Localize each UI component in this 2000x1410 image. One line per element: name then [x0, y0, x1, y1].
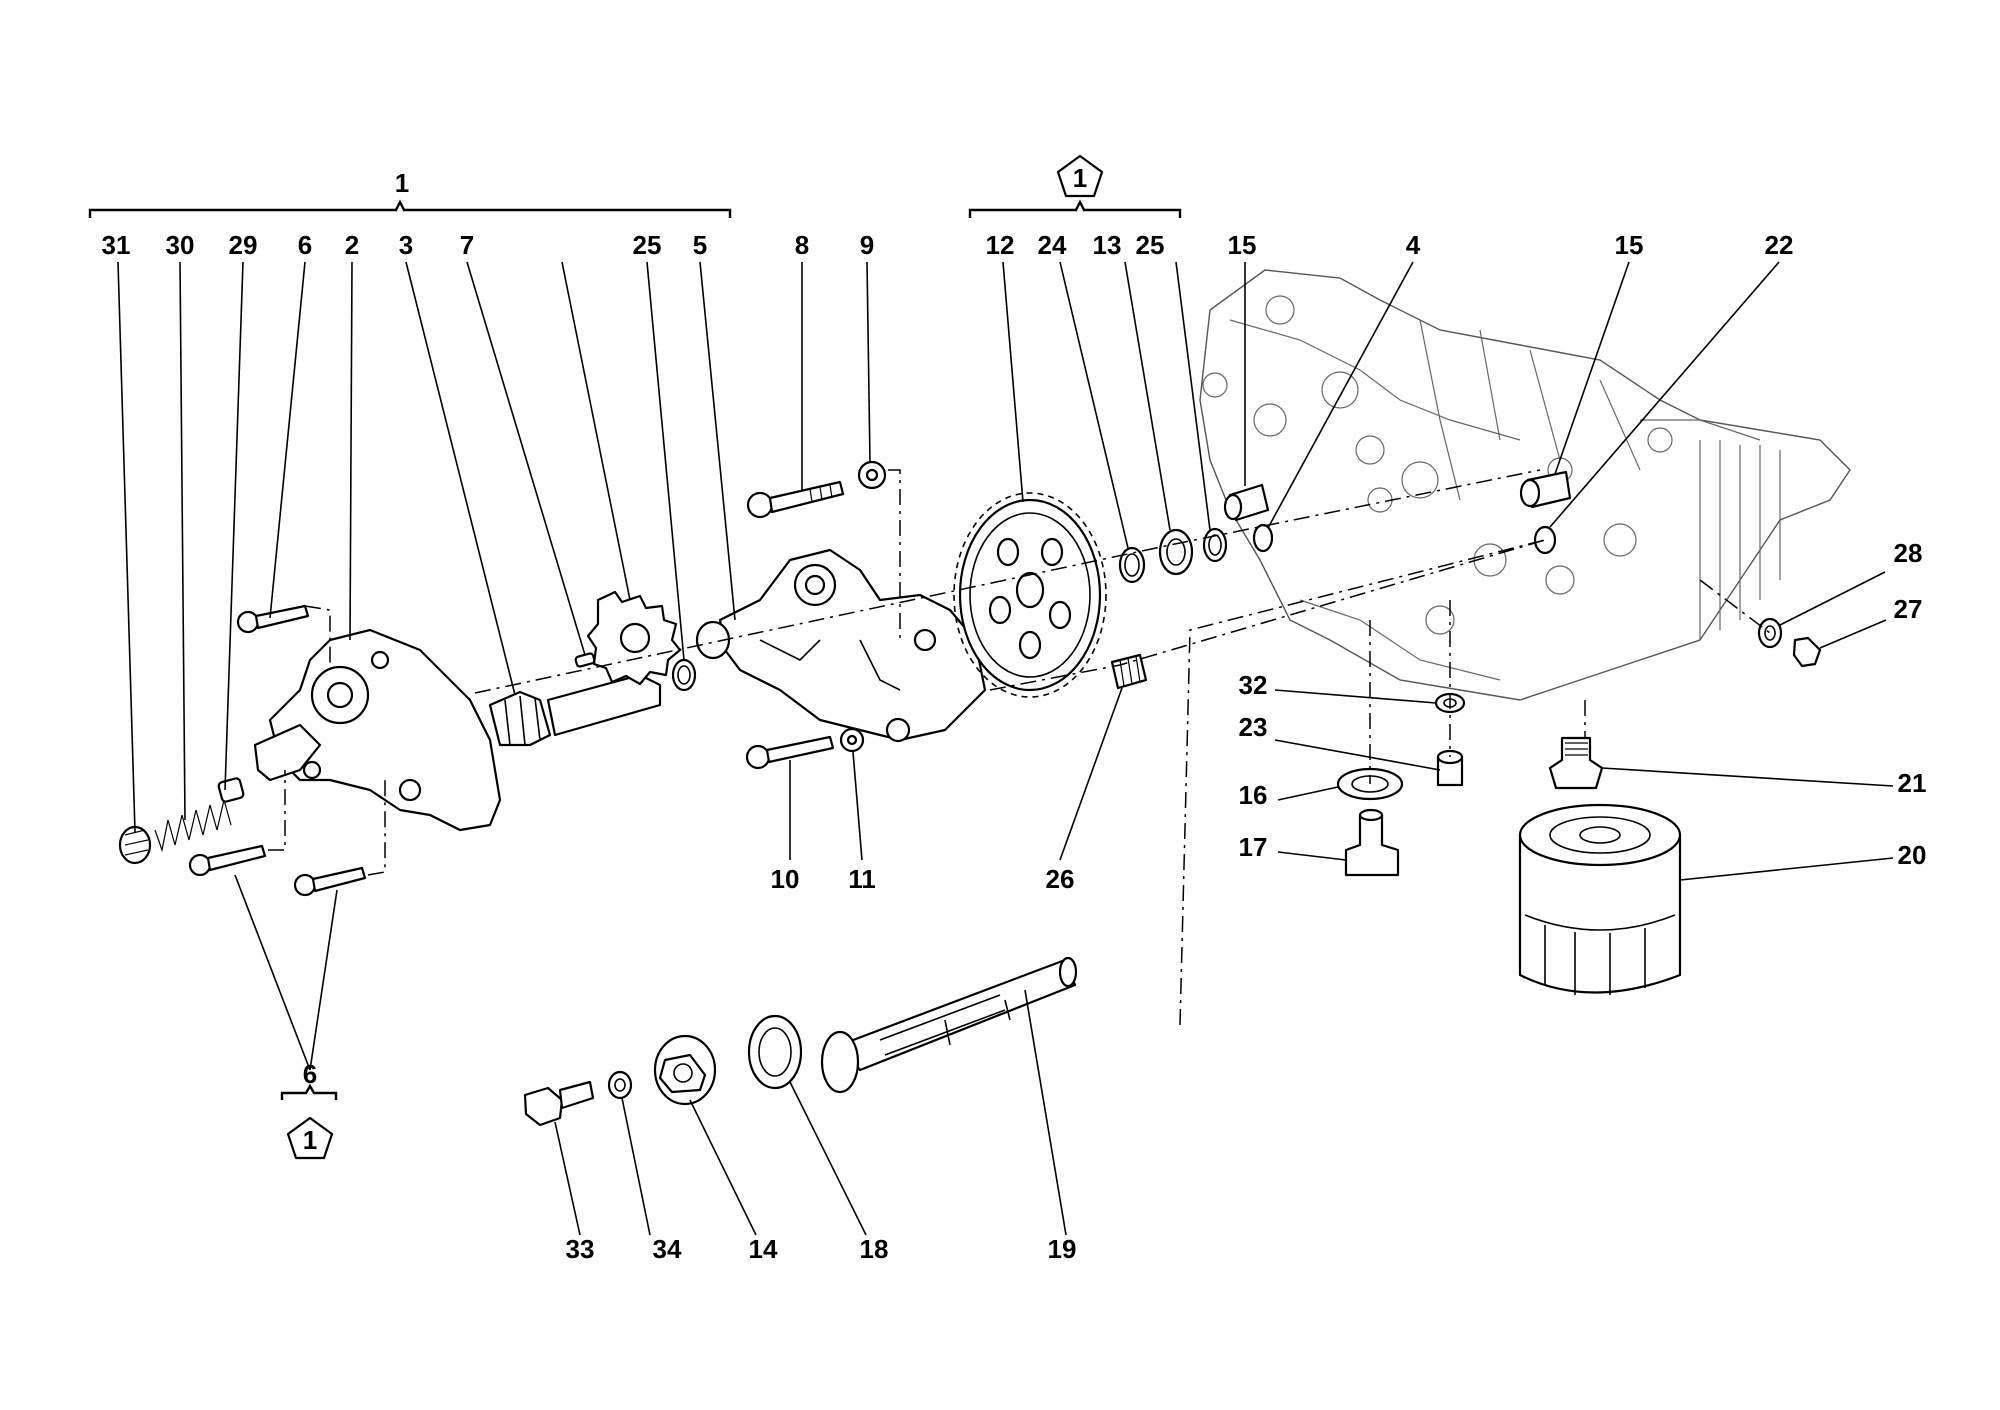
label-17: 17: [1239, 832, 1268, 862]
label-22: 22: [1765, 230, 1794, 260]
screw-6-left: [188, 844, 267, 877]
group-bracket-1: [88, 199, 732, 218]
leader-lines: [117, 261, 1894, 1236]
oil-filter-20: [1518, 803, 1682, 995]
dowel-26: [1110, 653, 1148, 690]
label-27: 27: [1894, 594, 1923, 624]
label-18: 18: [860, 1234, 889, 1264]
screw-6-top: [236, 604, 310, 634]
label-19: 19: [1048, 1234, 1077, 1264]
circlip-25-left: [671, 658, 697, 692]
label-9: 9: [860, 230, 874, 260]
label-24: 24: [1038, 230, 1067, 260]
label-26: 26: [1046, 864, 1075, 894]
drain-plug-17: [1344, 808, 1400, 877]
label-10: 10: [771, 864, 800, 894]
label-4: 4: [1406, 230, 1421, 260]
screw-10: [745, 735, 835, 770]
label-28: 28: [1894, 538, 1923, 568]
suction-strainer-19: [820, 956, 1078, 1094]
label-3: 3: [399, 230, 413, 260]
bushing-15-left: [1223, 483, 1270, 522]
washer-34: [607, 1070, 633, 1100]
label-32: 32: [1239, 670, 1268, 700]
drive-shaft-3: [488, 673, 662, 747]
note-symbol-bottom-text: 1: [303, 1125, 317, 1155]
label-11: 11: [848, 864, 876, 894]
label-13: 13: [1093, 230, 1122, 260]
screw-8: [746, 480, 845, 519]
label-20: 20: [1898, 840, 1927, 870]
plug-33: [523, 1080, 595, 1127]
circlip-24: [1118, 546, 1146, 584]
relief-plug-31: [118, 825, 152, 865]
label-7: 7: [460, 230, 474, 260]
seal-18: [747, 1014, 803, 1090]
label-16: 16: [1239, 780, 1268, 810]
relief-piston-29: [217, 777, 245, 803]
o-ring-4: [1252, 523, 1274, 553]
washer-11: [839, 727, 865, 753]
cover-14: [653, 1034, 717, 1106]
note-symbol-top-text: 1: [1073, 163, 1087, 193]
pump-body-5: [695, 548, 987, 743]
label-12: 12: [986, 230, 1015, 260]
washer-28: [1757, 617, 1783, 649]
part-labels: 1 1 6 1 31 30 29 6 2 3 7 25 5 8 9 12 24 …: [102, 163, 1927, 1264]
label-30: 30: [166, 230, 195, 260]
label-25-right: 25: [1136, 230, 1165, 260]
label-5: 5: [693, 230, 707, 260]
centre-lines: [268, 469, 1771, 1026]
label-25-left: 25: [633, 230, 662, 260]
note-symbol-bottom: [286, 1116, 334, 1160]
note-symbol-top: [1056, 154, 1104, 198]
label-34: 34: [653, 1234, 682, 1264]
group-bracket-6: [280, 1083, 338, 1100]
union-21: [1548, 736, 1604, 790]
screw-6-right: [293, 866, 367, 897]
drive-gear-12: [953, 492, 1107, 698]
label-8: 8: [795, 230, 809, 260]
label-group-1: 1: [395, 168, 409, 198]
label-29: 29: [229, 230, 258, 260]
label-15-right: 15: [1615, 230, 1644, 260]
pump-gear: [586, 590, 682, 686]
relief-spring-30: [154, 799, 232, 853]
pump-cover-2: [253, 628, 502, 832]
label-23: 23: [1239, 712, 1268, 742]
label-6: 6: [298, 230, 312, 260]
group-bracket-note: [968, 199, 1182, 218]
circlip-25-right: [1202, 527, 1228, 563]
washer-9: [857, 460, 887, 490]
label-2: 2: [345, 230, 359, 260]
label-14: 14: [749, 1234, 778, 1264]
plug-27: [1792, 636, 1822, 668]
label-21: 21: [1898, 768, 1927, 798]
label-15-left: 15: [1228, 230, 1257, 260]
o-ring-22: [1533, 525, 1557, 555]
label-group-6: 6: [303, 1059, 317, 1089]
bushing-15-right: [1519, 470, 1572, 509]
bearing-13: [1158, 528, 1194, 576]
label-31: 31: [102, 230, 131, 260]
label-33: 33: [566, 1234, 595, 1264]
